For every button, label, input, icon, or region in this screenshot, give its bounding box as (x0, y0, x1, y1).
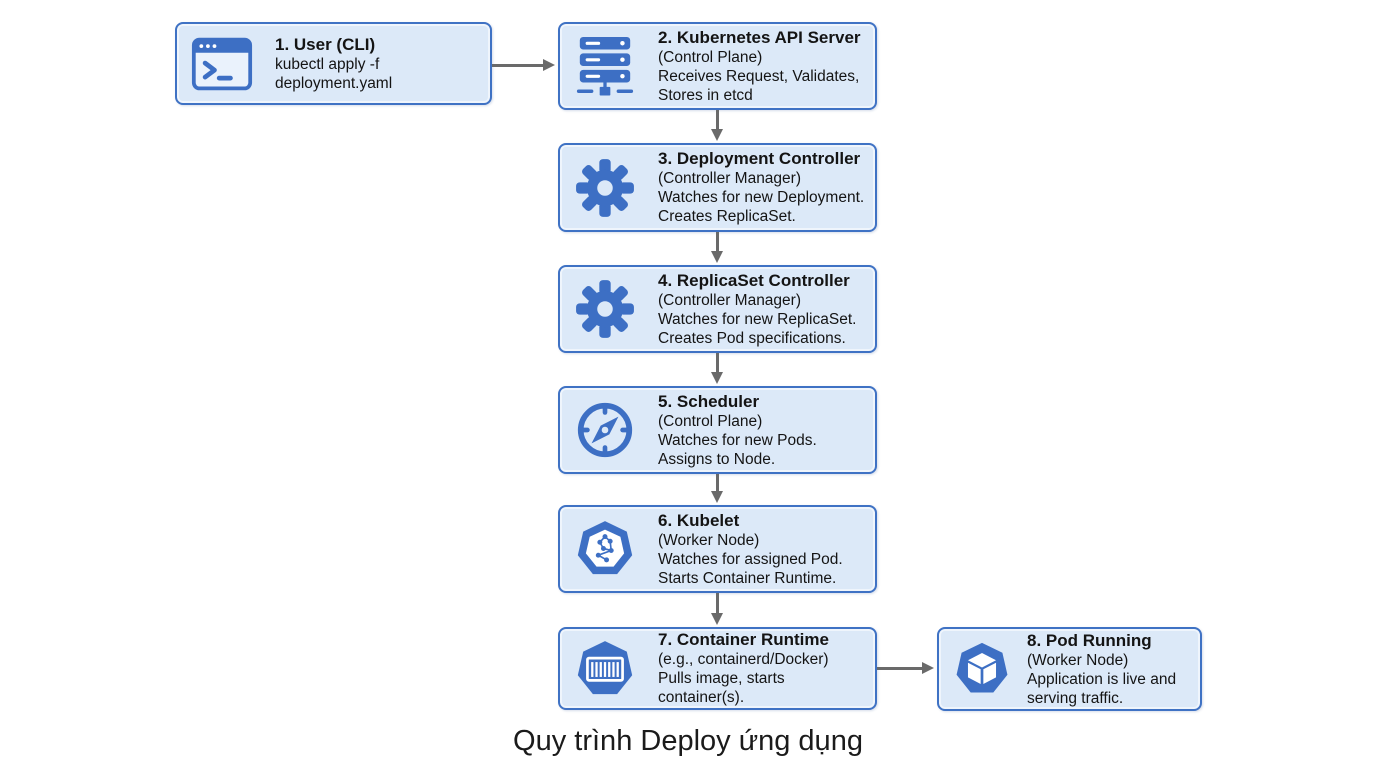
node-line: Watches for new Deployment. (658, 189, 865, 206)
node-title: 7. Container Runtime (658, 630, 829, 649)
arrow-kubelet-to-container-runtime (711, 593, 722, 625)
arrow-deployment-to-replicaset-controller (711, 232, 722, 263)
node-line: Watches for new Pods. (658, 431, 817, 449)
node-line: (Worker Node) (1027, 651, 1129, 669)
node-title: 8. Pod Running (1027, 630, 1152, 650)
node-replicaset-controller: 4. ReplicaSet Controller (Controller Man… (558, 265, 877, 353)
node-title: 1. User (CLI) (275, 34, 376, 54)
pod-cube-heptagon-icon (953, 640, 1011, 698)
node-deployment-controller: 3. Deployment Controller (Controller Man… (558, 143, 877, 232)
node-line: Watches for assigned Pod. (658, 550, 843, 568)
terminal-icon (191, 35, 253, 93)
node-line: Creates Pod specifications. (658, 329, 846, 347)
node-api-server: 2. Kubernetes API Server (Control Plane)… (558, 22, 877, 110)
node-line: Receives Request, Validates, (658, 67, 860, 85)
node-line: (Control Plane) (658, 48, 763, 66)
node-line: (e.g., containerd/Docker) (658, 651, 829, 668)
diagram-title: Quy trình Deploy ứng dụng (513, 725, 863, 757)
node-title: 4. ReplicaSet Controller (658, 270, 850, 290)
compass-icon (574, 399, 636, 461)
node-pod-running: 8. Pod Running (Worker Node) Application… (937, 627, 1202, 711)
node-line: (Worker Node) (658, 531, 760, 549)
gear-icon (574, 157, 636, 219)
gear-icon (574, 278, 636, 340)
node-title: 5. Scheduler (658, 391, 760, 411)
node-kubelet: 6. Kubelet (Worker Node) Watches for ass… (558, 505, 877, 593)
node-line: (Controller Manager) (658, 291, 801, 309)
node-title: 3. Deployment Controller (658, 149, 861, 168)
node-container-runtime: 7. Container Runtime (e.g., containerd/D… (558, 627, 877, 710)
node-user-cli: 1. User (CLI) kubectl apply -f deploymen… (175, 22, 492, 105)
arrow-scheduler-to-kubelet (711, 474, 722, 503)
node-line: deployment.yaml (275, 74, 393, 92)
node-line: Stores in etcd (658, 86, 753, 104)
arrow-apiserver-to-deployment-controller (711, 110, 722, 141)
kubernetes-heptagon-icon (574, 518, 636, 580)
node-line: Starts Container Runtime. (658, 569, 837, 587)
container-heptagon-icon (574, 638, 636, 700)
arrow-user-to-apiserver (492, 59, 555, 70)
node-title: 6. Kubelet (658, 510, 740, 530)
node-line: serving traffic. (1027, 689, 1124, 707)
node-line: Pulls image, starts container(s). (658, 670, 785, 706)
node-title: 2. Kubernetes API Server (658, 27, 861, 47)
node-line: (Control Plane) (658, 412, 763, 430)
node-line: Assigns to Node. (658, 450, 776, 468)
node-scheduler: 5. Scheduler (Control Plane) Watches for… (558, 386, 877, 474)
node-line: Watches for new ReplicaSet. (658, 310, 857, 328)
arrow-runtime-to-pod (877, 662, 934, 673)
server-stack-icon (574, 34, 636, 98)
node-line: (Controller Manager) (658, 170, 801, 187)
arrow-replicaset-to-scheduler (711, 353, 722, 384)
node-line: kubectl apply -f (275, 55, 380, 73)
node-line: Application is live and (1027, 670, 1177, 688)
node-line: Creates ReplicaSet. (658, 208, 796, 225)
